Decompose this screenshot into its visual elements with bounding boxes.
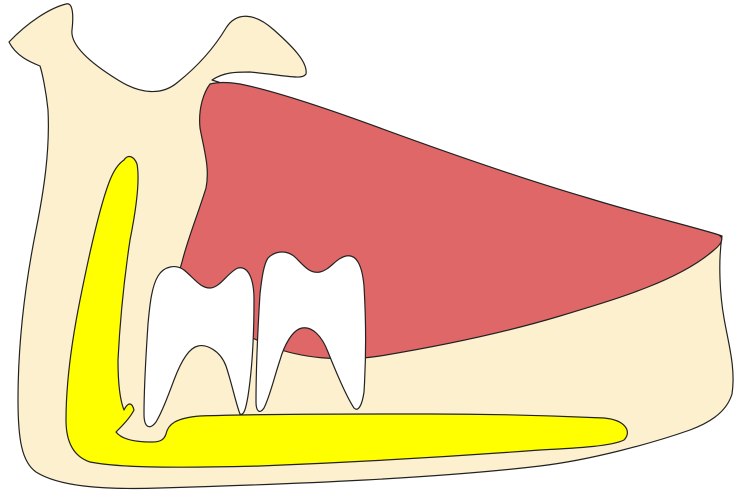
jaw-diagram [0,0,736,495]
